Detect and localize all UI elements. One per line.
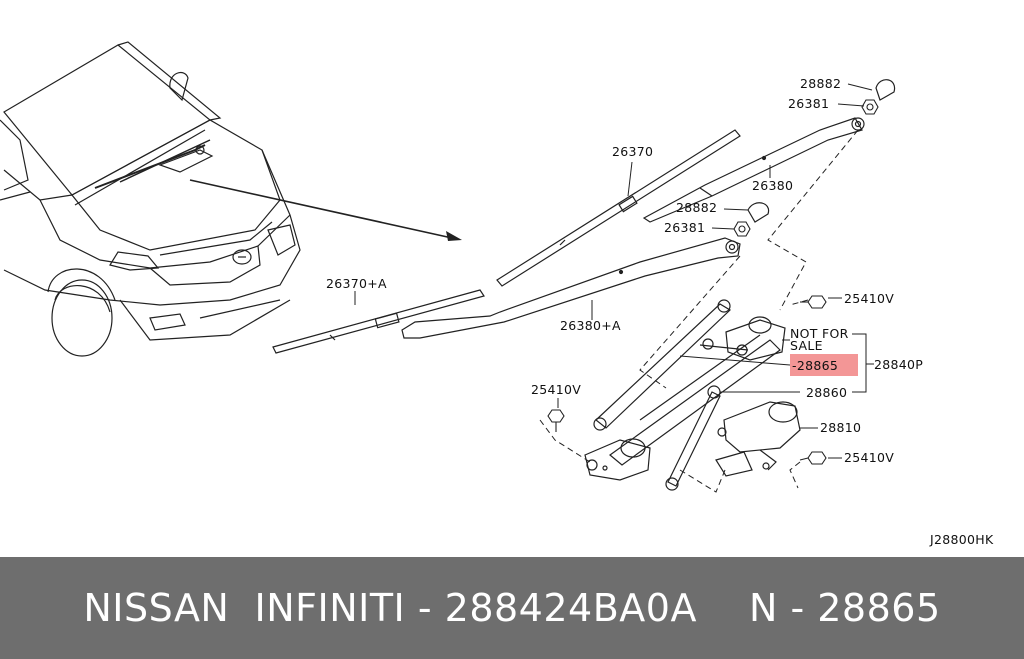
label-28882-mid: 28882: [676, 200, 717, 215]
label-28860: 28860: [806, 385, 847, 400]
label-28840p: 28840P: [874, 357, 923, 372]
wiper-arm-26380: [642, 117, 865, 223]
label-not-for-sale-1: NOT FOR: [790, 326, 849, 341]
assembly-dash-lines: [539, 129, 859, 493]
car-front-illustration: [0, 41, 301, 357]
label-26380: 26380: [752, 178, 793, 193]
label-26370a: 26370+A: [326, 276, 387, 291]
bolt-25410v-left: [547, 409, 565, 432]
diagram-code: J28800HK: [929, 532, 994, 547]
label-26381-mid: 26381: [664, 220, 705, 235]
label-25410v-right-top: 25410V: [844, 291, 894, 306]
nut-26381-top: [861, 99, 879, 115]
linkage-assembly: [584, 299, 786, 491]
label-28865: -28865: [792, 358, 838, 373]
label-26370: 26370: [612, 144, 653, 159]
label-25410v-right-bottom: 25410V: [844, 450, 894, 465]
label-25410v-left: 25410V: [531, 382, 581, 397]
label-28882-top: 28882: [800, 76, 841, 91]
nut-26381-mid: [733, 221, 751, 237]
wiper-motor-28810: [715, 401, 801, 477]
wiper-arm-26380a: [401, 237, 741, 339]
label-28810: 28810: [820, 420, 861, 435]
part-number-footer: NISSAN INFINITI - 288424BA0A N - 28865: [0, 557, 1024, 659]
label-26381-top: 26381: [788, 96, 829, 111]
highlight-28865: [790, 354, 858, 376]
bolt-25410v-right-bottom: [799, 451, 827, 465]
label-26380a: 26380+A: [560, 318, 621, 333]
label-not-for-sale-2: SALE: [790, 338, 823, 353]
wiper-parts-diagram: 26370 26370+A 26380 26380+A 28882 26381 …: [0, 41, 994, 547]
wiper-blade-26370: [496, 129, 741, 287]
reference-number-text: N - 28865: [748, 586, 941, 630]
part-number-text: NISSAN INFINITI - 288424BA0A: [83, 586, 697, 630]
pointer-arrow: [189, 179, 462, 241]
bolt-25410v-right-top: [800, 295, 827, 309]
wiper-blade-26370a: [272, 289, 485, 354]
cap-28882-mid: [747, 202, 770, 223]
cap-28882-top: [875, 79, 896, 101]
leader-lines: [354, 83, 874, 459]
